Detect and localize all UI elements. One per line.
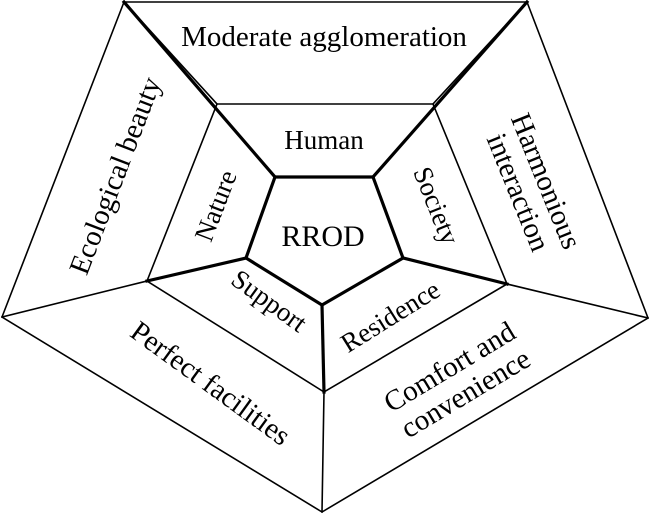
connector-outer-left	[1, 280, 148, 318]
outer-label-right: Harmonious interaction	[480, 109, 588, 257]
middle-pentagon	[146, 103, 509, 393]
spoke-bottom	[320, 303, 326, 394]
spoke-top-right	[370, 0, 530, 180]
outer-label-top: Moderate agglomeration	[181, 21, 467, 53]
inner-pentagon	[244, 175, 405, 307]
spoke-left	[145, 256, 248, 283]
center-label: RROD	[281, 220, 364, 253]
spoke-right	[401, 256, 509, 286]
inner-label-top: Human	[284, 125, 364, 155]
connector-outer-bottom	[321, 391, 325, 513]
spoke-top-left	[121, 0, 278, 180]
connector-outer-right	[506, 283, 649, 319]
outer-label-bottom-left: Perfect facilities	[124, 315, 296, 452]
inner-label-right: Society	[407, 162, 465, 249]
inner-label-bottom-left: Support	[226, 263, 313, 338]
outer-label-bottom-right: Comfort and convenience	[378, 315, 536, 445]
inner-label-left: Nature	[188, 166, 242, 245]
outer-label-left: Ecological beauty	[63, 72, 168, 279]
